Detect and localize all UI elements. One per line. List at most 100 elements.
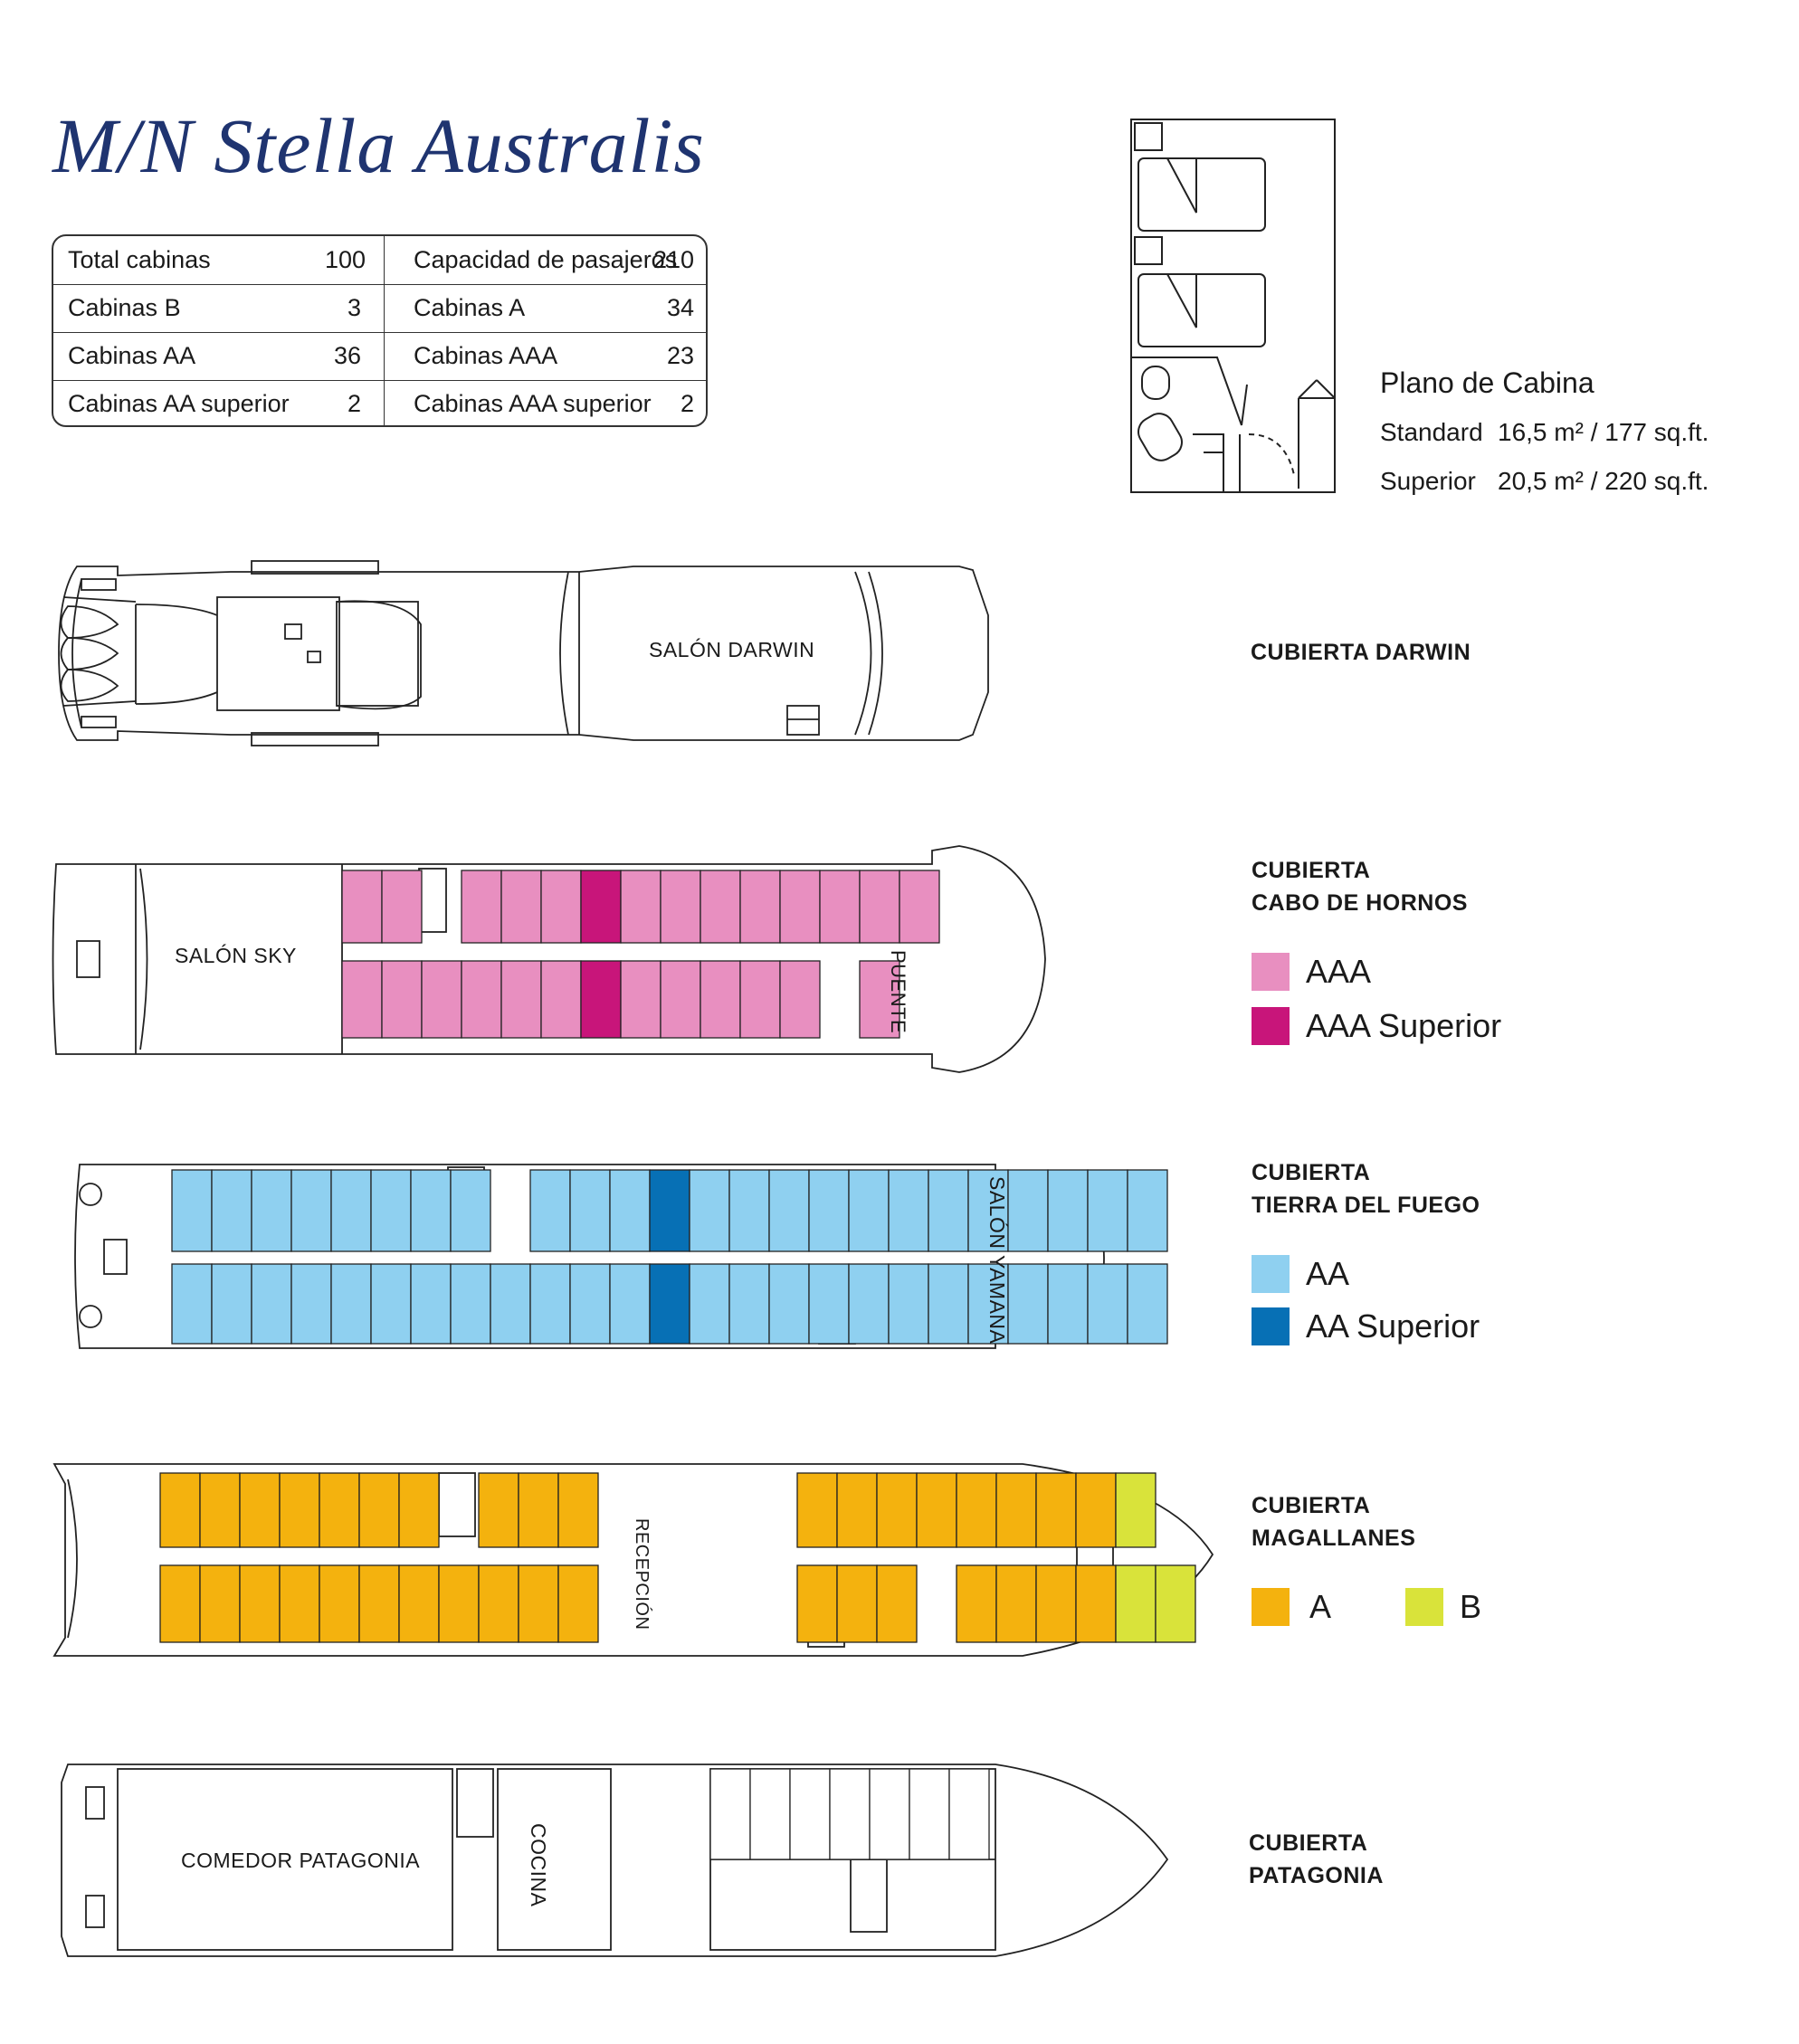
cabin-standard-size: 16,5 m² / 177 sq.ft. xyxy=(1498,418,1709,446)
cabin-aa xyxy=(609,1263,651,1345)
stats-row: Cabinas AA superior 2 Cabinas AAA superi… xyxy=(53,380,706,425)
legend-swatch-a xyxy=(1252,1588,1290,1626)
room-label-salon-yamana: SALÓN YAMANA xyxy=(985,1176,1009,1345)
cabin-aaa xyxy=(461,960,502,1039)
stats-right-label: Capacidad de pasajeros xyxy=(414,246,678,273)
cabin-superior-size: 20,5 m² / 220 sq.ft. xyxy=(1498,467,1709,495)
deck-name-cabo-line1: CUBIERTA xyxy=(1252,858,1371,883)
legend-label-b: B xyxy=(1460,1588,1482,1625)
stats-row: Total cabinas 100 Capacidad de pasajeros… xyxy=(53,236,706,285)
cabin-a xyxy=(518,1472,559,1548)
cabin-aa xyxy=(808,1263,850,1345)
cabin-a xyxy=(836,1564,878,1643)
cabin-a xyxy=(1035,1472,1077,1548)
cabin-standard xyxy=(909,1768,950,1860)
cabin-aa xyxy=(330,1263,372,1345)
stats-left-value: 36 xyxy=(333,342,361,369)
stats-left-value: 3 xyxy=(347,294,361,321)
legend-label-aaa-superior: AAA Superior xyxy=(1306,1007,1502,1044)
deck-name-magallanes-line1: CUBIERTA xyxy=(1252,1493,1371,1518)
cabin-standard-label: Standard xyxy=(1380,418,1483,446)
cabin-plan-title: Plano de Cabina xyxy=(1380,366,1594,399)
cabin-a xyxy=(1155,1564,1196,1643)
legend-swatch-aa xyxy=(1252,1255,1290,1293)
cabin-aa xyxy=(888,1169,929,1252)
page-title: M/N Stella Australis xyxy=(52,102,705,189)
cabin-aa xyxy=(689,1263,730,1345)
cabin-a xyxy=(557,1564,599,1643)
stats-right-value: 2 xyxy=(680,390,694,417)
cabin-standard xyxy=(789,1768,831,1860)
cabin-aa xyxy=(490,1263,531,1345)
cabin-a xyxy=(199,1564,241,1643)
legend-label-aaa: AAA xyxy=(1306,953,1372,990)
stats-right-value: 34 xyxy=(666,294,694,321)
cabin-aaa xyxy=(700,960,741,1039)
cabin-a xyxy=(438,1564,480,1643)
cabin-aa xyxy=(808,1169,850,1252)
cabin-aaa xyxy=(580,960,622,1039)
cabin-aa xyxy=(609,1169,651,1252)
cabin-aa xyxy=(211,1263,252,1345)
room-label-salon-darwin: SALÓN DARWIN xyxy=(649,638,815,661)
cabin-aa xyxy=(689,1169,730,1252)
cabin-aaa xyxy=(899,870,940,944)
cabin-aa xyxy=(1127,1169,1168,1252)
deck-name-darwin: CUBIERTA DARWIN xyxy=(1251,640,1471,665)
cabin-standard xyxy=(749,1768,791,1860)
cabin-a xyxy=(518,1564,559,1643)
cabin-a xyxy=(398,1472,440,1548)
stats-row: Cabinas AA 36 Cabinas AAA 23 xyxy=(53,332,706,381)
deck-name-patagonia-line2: PATAGONIA xyxy=(1249,1863,1384,1888)
cabin-grids xyxy=(159,870,1196,1860)
cabin-aa xyxy=(450,1169,491,1252)
cabin-aa xyxy=(211,1169,252,1252)
cabin-aaa xyxy=(620,960,662,1039)
cabin-aa xyxy=(1087,1169,1128,1252)
cabin-aaa xyxy=(381,960,423,1039)
stats-left-value: 100 xyxy=(325,246,366,273)
cabin-a xyxy=(995,1564,1037,1643)
cabin-aa xyxy=(370,1169,412,1252)
cabin-a xyxy=(358,1564,400,1643)
cabin-a xyxy=(239,1564,281,1643)
cabin-a xyxy=(876,1472,918,1548)
cabin-aa xyxy=(768,1169,810,1252)
cabin-aaa xyxy=(660,870,701,944)
stats-left-label: Total cabinas xyxy=(68,246,211,273)
cabin-a xyxy=(1115,1472,1156,1548)
cabin-a xyxy=(836,1472,878,1548)
cabin-a xyxy=(1075,1472,1117,1548)
legend-label-a: A xyxy=(1309,1588,1332,1625)
stats-left-value: 2 xyxy=(347,390,361,417)
cabin-a xyxy=(478,1564,519,1643)
cabin-aa xyxy=(569,1169,611,1252)
cabin-a xyxy=(1075,1564,1117,1643)
stats-left-label: Cabinas AA xyxy=(68,342,196,369)
cabin-aaa xyxy=(500,870,542,944)
cabin-a xyxy=(956,1564,997,1643)
cabin-aa xyxy=(649,1169,690,1252)
cabin-aa xyxy=(251,1169,292,1252)
cabin-a xyxy=(199,1472,241,1548)
cabin-aa xyxy=(290,1169,332,1252)
cabin-aa xyxy=(529,1263,571,1345)
cabin-aa xyxy=(171,1263,213,1345)
cabin-a xyxy=(159,1564,201,1643)
cabin-aaa xyxy=(739,960,781,1039)
cabin-aa xyxy=(1007,1263,1049,1345)
cabin-standard xyxy=(709,1768,751,1860)
cabin-standard xyxy=(829,1768,871,1860)
cabin-aaa xyxy=(779,960,821,1039)
cabin-a xyxy=(1035,1564,1077,1643)
cabin-stats-table: Total cabinas 100 Capacidad de pasajeros… xyxy=(52,234,708,427)
stats-right-value: 23 xyxy=(666,342,694,369)
cabin-aa xyxy=(370,1263,412,1345)
stats-right-label: Cabinas AAA superior xyxy=(414,390,652,417)
deck-name-magallanes-line2: MAGALLANES xyxy=(1252,1526,1416,1551)
cabin-aaa xyxy=(620,870,662,944)
cabin-aa xyxy=(888,1263,929,1345)
cabin-a xyxy=(478,1472,519,1548)
cabin-a xyxy=(159,1472,201,1548)
cabin-aa xyxy=(728,1169,770,1252)
